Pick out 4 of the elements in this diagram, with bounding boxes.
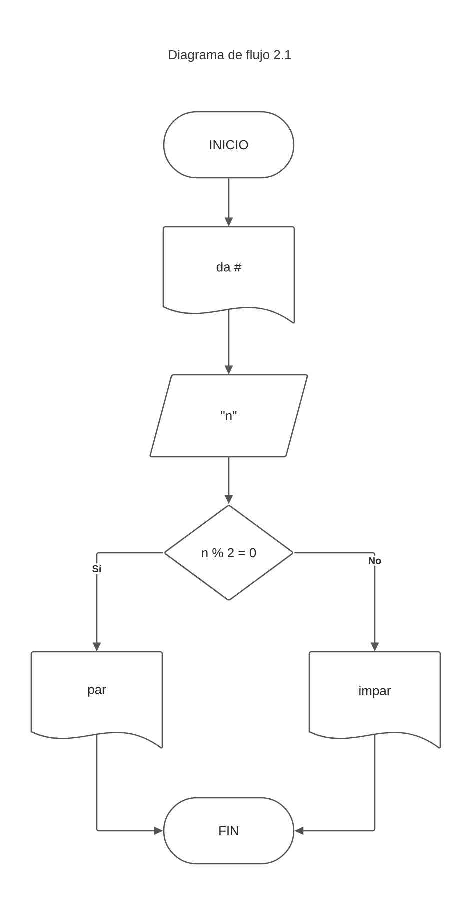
input-parallelogram: "n"	[150, 374, 308, 458]
edge-label: No	[369, 557, 382, 564]
title: Diagrama de flujo 2.1	[169, 50, 292, 62]
edge-label: Sí	[92, 565, 102, 573]
